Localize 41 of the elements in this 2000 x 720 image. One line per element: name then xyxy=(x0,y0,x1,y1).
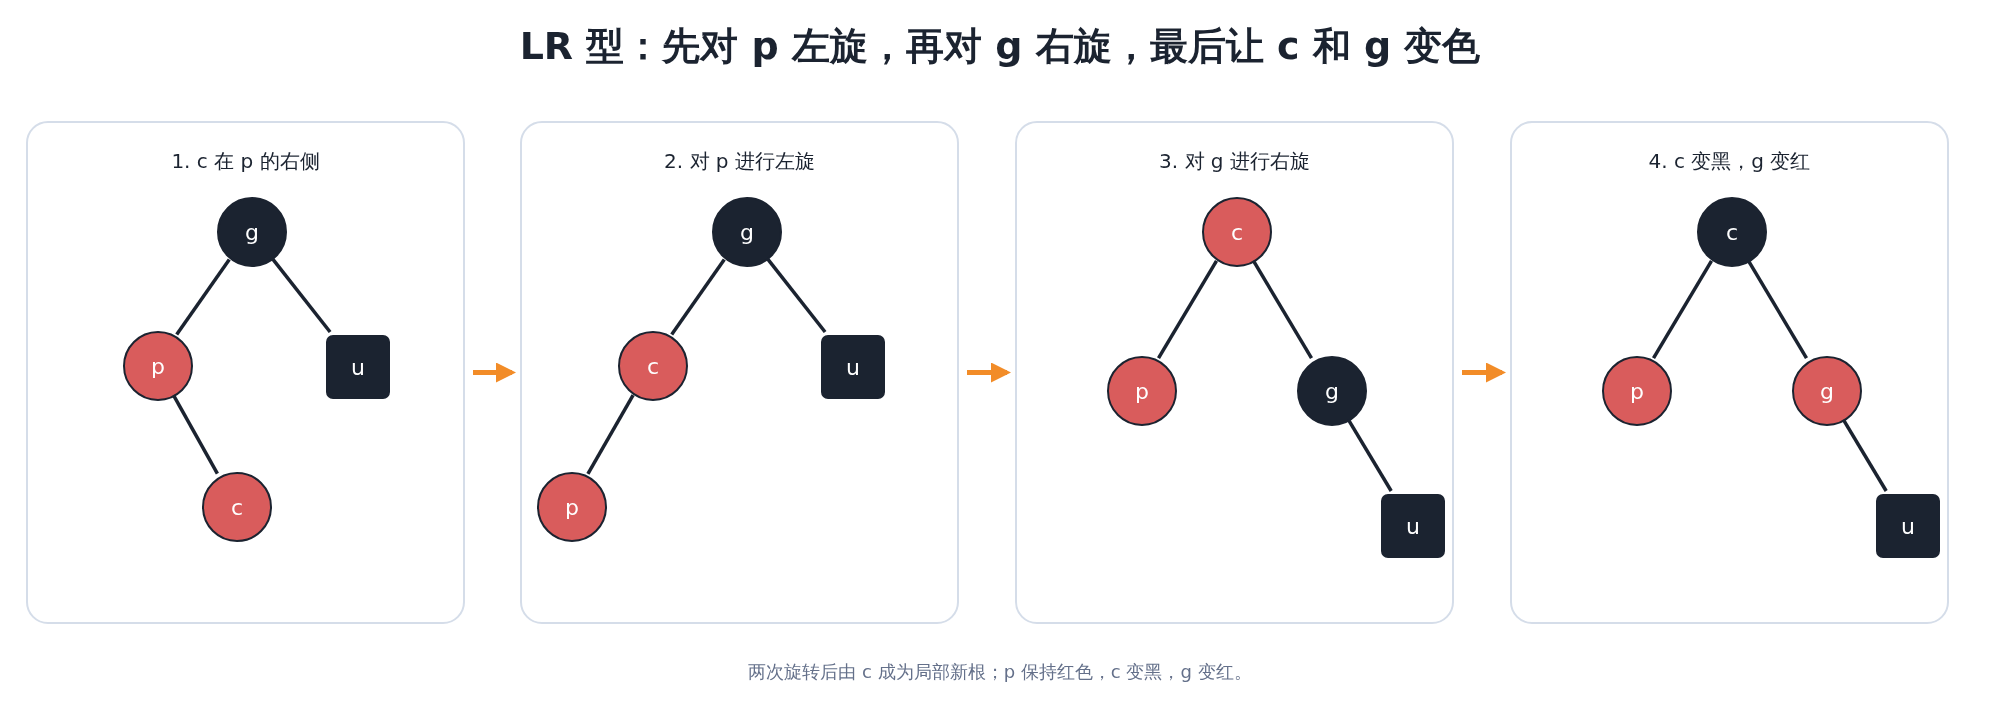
tree-edge xyxy=(765,257,827,334)
panel-title: 2. 对 p 进行左旋 xyxy=(663,148,816,175)
tree-edge xyxy=(1842,419,1888,492)
leaf-node-square: u xyxy=(1876,494,1940,558)
tree-node-circle: c xyxy=(202,472,272,542)
title: LR 型：先对 p 左旋，再对 g 右旋，最后让 c 和 g 变色 xyxy=(518,23,1482,70)
tree-node-circle: p xyxy=(537,472,607,542)
tree-edge xyxy=(175,258,231,336)
panel-title: 4. c 变黑，g 变红 xyxy=(1647,148,1812,175)
tree-node-circle: p xyxy=(1602,356,1672,426)
tree-node-circle: p xyxy=(123,331,193,401)
tree-node-circle: c xyxy=(1697,197,1767,267)
tree-edge xyxy=(1747,260,1808,359)
step-panel xyxy=(1510,121,1949,624)
tree-edge xyxy=(586,394,635,475)
tree-edge xyxy=(1652,260,1713,359)
arrow xyxy=(473,362,516,383)
tree-node-circle: g xyxy=(217,197,287,267)
step-panel xyxy=(520,121,959,624)
step-panel xyxy=(26,121,465,624)
tree-edge xyxy=(1347,419,1393,492)
leaf-node-square: u xyxy=(326,335,390,399)
tree-edge xyxy=(1157,260,1218,359)
tree-edge xyxy=(1252,260,1313,359)
tree-edge xyxy=(670,258,726,336)
tree-edge xyxy=(270,257,332,334)
caption: 两次旋转后由 c 成为局部新根；p 保持红色，c 变黑，g 变红。 xyxy=(747,660,1253,684)
leaf-node-square: u xyxy=(1381,494,1445,558)
arrow xyxy=(967,362,1011,383)
tree-node-circle: c xyxy=(1202,197,1272,267)
tree-node-circle: p xyxy=(1107,356,1177,426)
leaf-node-square: u xyxy=(821,335,885,399)
arrow xyxy=(1462,362,1506,383)
panel-title: 1. c 在 p 的右侧 xyxy=(170,148,321,175)
tree-node-circle: c xyxy=(618,331,688,401)
tree-edge xyxy=(172,394,219,475)
tree-node-circle: g xyxy=(1792,356,1862,426)
tree-node-circle: g xyxy=(1297,356,1367,426)
tree-node-circle: g xyxy=(712,197,782,267)
panel-title: 3. 对 g 进行右旋 xyxy=(1158,148,1311,175)
step-panel xyxy=(1015,121,1454,624)
